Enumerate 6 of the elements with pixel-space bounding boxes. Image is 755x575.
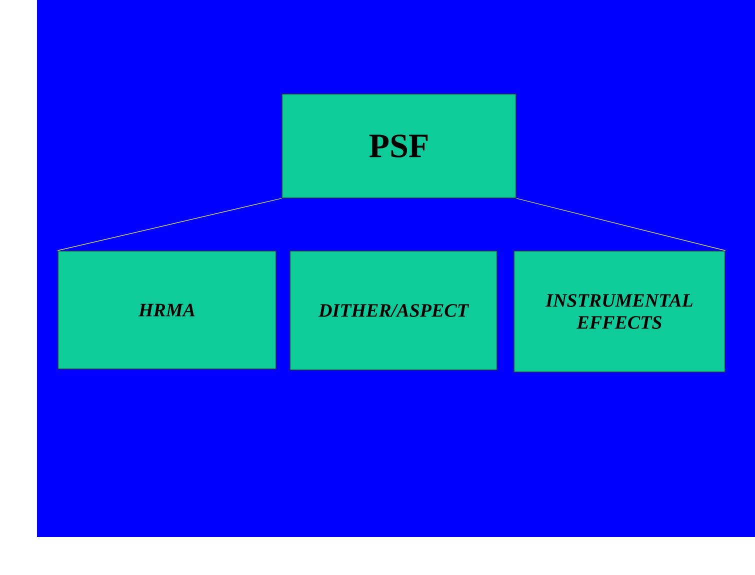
category-box: HRMA bbox=[58, 250, 276, 370]
category-box: DITHER/ASPECT bbox=[290, 250, 498, 370]
connector-line bbox=[57, 198, 282, 251]
category-box: INSTRUMENTAL EFFECTS bbox=[514, 250, 726, 372]
connector-line bbox=[516, 198, 726, 251]
title-box: PSF bbox=[282, 94, 516, 198]
